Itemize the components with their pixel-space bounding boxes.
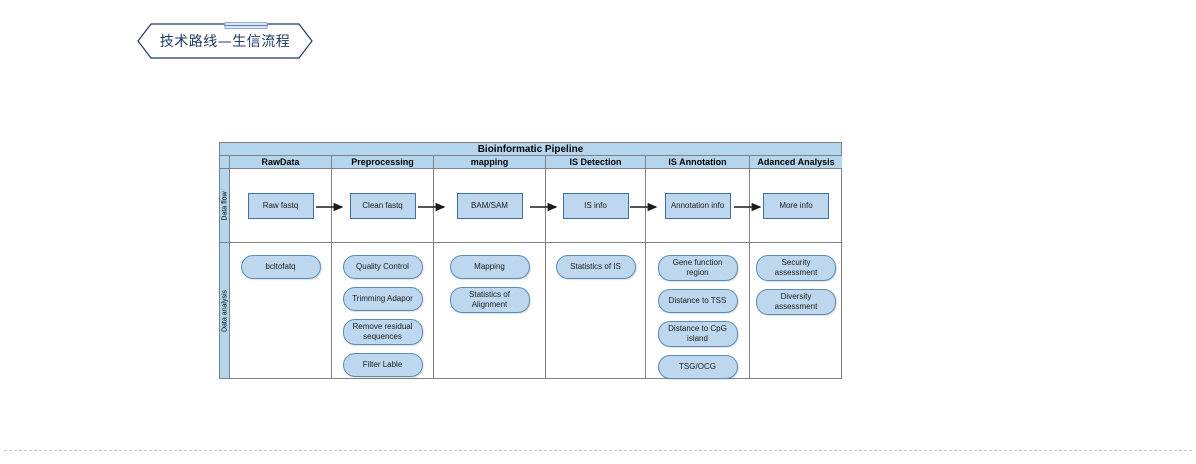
row-label-data-flow-text: Data flow (221, 190, 228, 221)
cell-analysis-advanced-analysis: Security assessment Diversity assessment (750, 243, 842, 378)
node-bcltofatq[interactable]: bcltofatq (240, 255, 321, 279)
row-label-data-analysis-text: Data analysis (221, 289, 228, 332)
header-corner-cell (220, 156, 230, 168)
cell-dataflow-is-annotation: Annotation info (646, 169, 750, 242)
node-mapping[interactable]: Mapping (449, 255, 530, 279)
node-security-assessment[interactable]: Security assessment (756, 255, 836, 281)
cell-dataflow-is-detection: IS info (546, 169, 646, 242)
node-filter-lable[interactable]: Filter Lable (342, 353, 423, 377)
node-trimming-adapor[interactable]: Trimming Adapor (342, 287, 423, 311)
node-annotation-info[interactable]: Annotation info (664, 193, 731, 219)
data-analysis-row: Data analysis bcltofatq Quality Control … (220, 243, 842, 379)
column-header-rawdata: RawData (230, 156, 332, 168)
cell-analysis-preprocessing: Quality Control Trimming Adapor Remove r… (332, 243, 434, 378)
bioinformatic-pipeline-table: Bioinformatic Pipeline RawData Preproces… (219, 142, 842, 379)
cell-analysis-mapping: Mapping Statistics of Alignment (434, 243, 546, 378)
banner-hexagon-shape (137, 23, 313, 59)
cell-dataflow-mapping: BAM/SAM (434, 169, 546, 242)
node-statistics-of-alignment[interactable]: Statistics of Alignment (449, 287, 530, 313)
column-header-mapping: mapping (434, 156, 546, 168)
node-gene-function-region[interactable]: Gene function region (657, 255, 738, 281)
node-more-info[interactable]: More info (763, 193, 829, 219)
page-title: 技术路线—生信流程 (159, 34, 291, 50)
ribbon-tab-shape (224, 22, 268, 29)
column-header-preprocessing: Preprocessing (332, 156, 434, 168)
column-header-is-detection: IS Detection (546, 156, 646, 168)
node-is-info[interactable]: IS info (562, 193, 629, 219)
data-flow-row: Data flow Raw fastq Clean fastq BAM/SAM … (220, 169, 841, 243)
table-header-row: RawData Preprocessing mapping IS Detecti… (220, 156, 842, 169)
column-header-is-annotation: IS Annotation (646, 156, 750, 168)
cell-dataflow-preprocessing: Clean fastq (332, 169, 434, 242)
cell-dataflow-rawdata: Raw fastq (230, 169, 332, 242)
node-bam-sam[interactable]: BAM/SAM (456, 193, 523, 219)
cell-analysis-rawdata: bcltofatq (230, 243, 332, 378)
banner-ribbon-tab (224, 17, 268, 29)
node-tsg-ocg[interactable]: TSG/OCG (657, 355, 738, 379)
node-raw-fastq[interactable]: Raw fastq (247, 193, 314, 219)
row-label-data-flow: Data flow (220, 169, 230, 242)
slide-bottom-divider (4, 450, 1192, 451)
node-diversity-assessment[interactable]: Diversity assessment (756, 289, 836, 315)
node-distance-to-cpg-island[interactable]: Distance to CpG island (657, 321, 738, 347)
column-header-advanced-analysis: Adanced Analysis (750, 156, 842, 168)
cell-dataflow-advanced-analysis: More info (750, 169, 842, 242)
node-remove-residual-sequences[interactable]: Remove residual sequences (342, 319, 423, 345)
cell-analysis-is-annotation: Gene function region Distance to TSS Dis… (646, 243, 750, 379)
node-quality-control[interactable]: Quality Control (342, 255, 423, 279)
cell-analysis-is-detection: Statistics of IS (546, 243, 646, 378)
table-title: Bioinformatic Pipeline (220, 143, 841, 156)
node-clean-fastq[interactable]: Clean fastq (349, 193, 416, 219)
row-label-data-analysis: Data analysis (220, 243, 230, 378)
node-distance-to-tss[interactable]: Distance to TSS (657, 289, 738, 313)
slide-title-banner: 技术路线—生信流程 (137, 23, 313, 59)
node-statistics-of-is[interactable]: Statistics of IS (555, 255, 636, 279)
